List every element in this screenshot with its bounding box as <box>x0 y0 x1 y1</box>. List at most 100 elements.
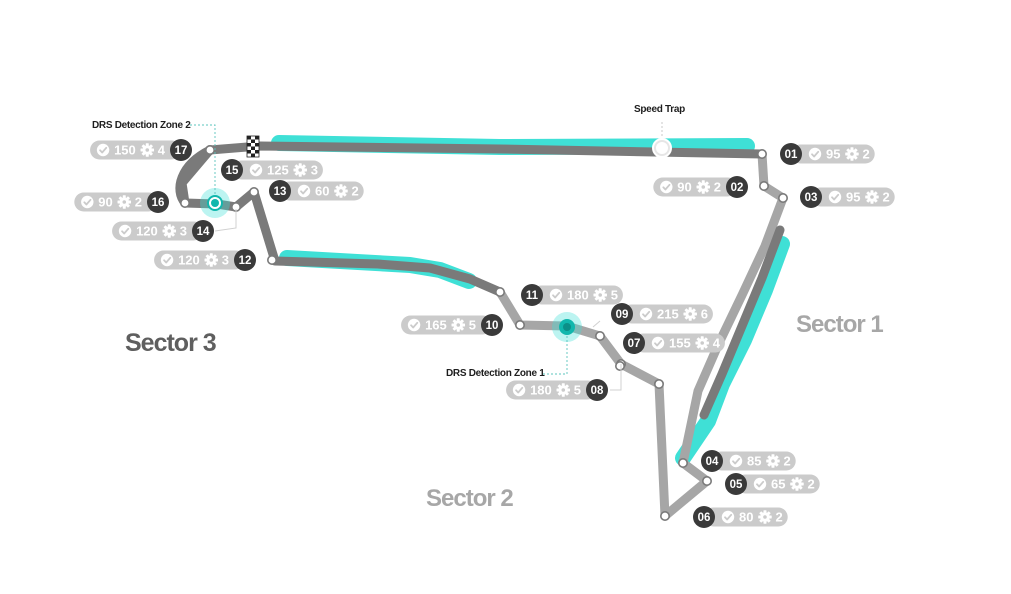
corner-number-badge <box>192 220 214 242</box>
corner-number-badge <box>147 191 169 213</box>
speedometer-icon <box>118 224 133 238</box>
corner-speed: 95 <box>846 190 860 205</box>
apex-dot <box>659 510 670 521</box>
gear-icon <box>683 307 697 321</box>
corner-speed: 60 <box>315 184 329 199</box>
corner-number: 01 <box>785 149 798 161</box>
drs-detection-zone-2-label: DRS Detection Zone 2 <box>92 120 191 131</box>
gear-icon <box>865 190 879 204</box>
drs-detection-zone-2-marker <box>200 188 230 218</box>
corner-apex-dots <box>180 145 788 521</box>
apex-dot <box>205 145 216 156</box>
gear-icon <box>293 163 307 177</box>
corner-number: 13 <box>274 186 287 198</box>
apex-dot <box>758 181 769 192</box>
corner-number-badge <box>780 143 802 165</box>
corner-number: 05 <box>730 479 743 491</box>
gear-icon <box>117 195 132 209</box>
corner-number-badge <box>693 506 715 528</box>
corner-number: 14 <box>197 226 210 238</box>
gear-icon <box>695 336 709 350</box>
drs-detection-zone-1-marker <box>552 312 582 342</box>
speedometer-icon <box>753 477 767 491</box>
corner-number: 08 <box>591 385 604 397</box>
gear-icon <box>556 383 571 397</box>
corner-gear: 5 <box>611 288 618 303</box>
corner-number: 04 <box>706 456 719 468</box>
corner-number-badge <box>623 332 645 354</box>
corner-pill <box>74 192 158 212</box>
speedometer-icon <box>721 510 735 524</box>
speed-trap-marker <box>652 122 672 158</box>
sector-2-label: Sector 2 <box>426 485 513 512</box>
corner-pill <box>112 221 203 241</box>
corner-gear: 5 <box>574 383 581 398</box>
corner-gear: 6 <box>701 307 708 322</box>
corner-number: 12 <box>239 255 252 267</box>
apex-dot <box>777 193 788 204</box>
corner-number-badge <box>586 379 608 401</box>
corner-gear: 2 <box>135 195 142 210</box>
corner-speed: 80 <box>739 510 753 525</box>
corner-speed: 180 <box>530 383 552 398</box>
annotation-leaders <box>190 124 568 375</box>
sector-3-label: Sector 3 <box>125 329 216 357</box>
speedometer-icon <box>729 454 743 468</box>
corner-speed: 90 <box>98 195 112 210</box>
corner-gear: 3 <box>311 163 318 178</box>
corner-speed: 65 <box>771 477 785 492</box>
speedometer-icon <box>651 336 665 350</box>
corner-number: 17 <box>175 145 188 157</box>
gear-icon <box>204 253 219 267</box>
speedometer-icon <box>549 288 563 302</box>
gear-icon <box>140 143 155 157</box>
gear-icon <box>845 147 859 161</box>
speedometer-icon <box>297 184 311 198</box>
gear-icon <box>758 510 772 524</box>
corner-number-badge <box>234 249 256 271</box>
corner-gear: 5 <box>469 318 476 333</box>
corner-number: 02 <box>731 182 744 194</box>
corner-number-badge <box>221 159 243 181</box>
apex-dot <box>614 360 625 371</box>
corner-speed: 125 <box>267 163 289 178</box>
corner-callout-17: 150 4 17 <box>90 139 192 161</box>
drs-detection-zone-1-label: DRS Detection Zone 1 <box>446 368 545 379</box>
corner-number: 07 <box>628 338 641 350</box>
corner-pill <box>90 140 181 160</box>
apex-dot <box>594 330 605 341</box>
corner-gear: 2 <box>783 454 790 469</box>
corner-gear: 4 <box>158 143 166 158</box>
speedometer-icon <box>96 143 111 157</box>
corner-gear: 3 <box>180 224 187 239</box>
corner-number: 06 <box>698 512 711 524</box>
corner-callout-09: 215 6 09 <box>611 303 713 325</box>
corner-number: 03 <box>805 192 818 204</box>
corner-speed: 90 <box>677 180 691 195</box>
corner-speed: 215 <box>657 307 679 322</box>
corner-speed: 150 <box>114 143 136 158</box>
corner-number: 09 <box>616 309 629 321</box>
corner-number-badge <box>726 176 748 198</box>
corner-number: 11 <box>526 290 539 302</box>
callout-leaders <box>214 209 622 391</box>
corner-callout-08: 180 5 08 <box>506 379 608 401</box>
corner-number: 16 <box>152 197 165 209</box>
corner-speed: 155 <box>669 336 691 351</box>
corner-pill <box>401 315 492 335</box>
corner-pill <box>154 250 245 270</box>
corner-gear: 4 <box>713 336 721 351</box>
apex-dot <box>180 198 191 209</box>
gear-icon <box>696 180 711 194</box>
